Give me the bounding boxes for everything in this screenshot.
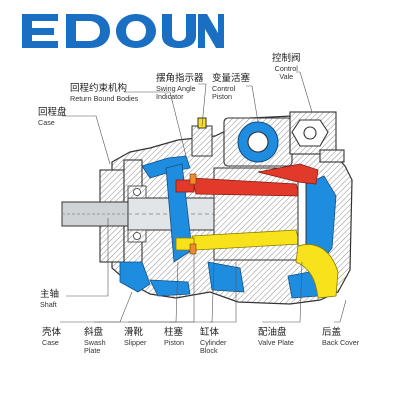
edoun-logo bbox=[22, 14, 224, 48]
label-slipper-en: Slipper bbox=[124, 337, 147, 347]
label-swash-plate-en1: Swash bbox=[84, 337, 106, 347]
label-shaft-en: Shaft bbox=[40, 299, 57, 309]
front-bearing bbox=[127, 185, 147, 243]
label-slipper-cn: 滑靴 bbox=[124, 327, 144, 338]
label-control-piston: 变量活塞 Control Piston bbox=[212, 73, 251, 102]
label-shaft-cn: 主轴 bbox=[40, 289, 60, 300]
label-return-bound-cn: 回程约束机构 bbox=[70, 83, 128, 94]
label-control-piston-cn: 变量活塞 bbox=[212, 73, 251, 84]
pressure-port bbox=[257, 163, 319, 185]
label-valve-plate-cn: 配油盘 bbox=[258, 327, 287, 338]
case-oil-cavities bbox=[119, 155, 337, 299]
label-swing-angle-en2: Indicator bbox=[156, 92, 184, 102]
lower-piston bbox=[175, 229, 301, 251]
label-slipper: 滑靴 Slipper bbox=[124, 327, 147, 347]
label-return-bound-en: Return Bound Bodies bbox=[70, 93, 139, 103]
label-cylinder-block: 缸体 Cylinder Block bbox=[200, 327, 227, 356]
label-shaft: 主轴 Shaft bbox=[40, 289, 60, 309]
suction-port bbox=[295, 244, 339, 299]
label-swash-plate-en2: Plate bbox=[84, 346, 101, 356]
label-swing-angle-en1: Swing Angle bbox=[156, 83, 196, 93]
label-swing-angle-cn: 摆角指示器 bbox=[156, 73, 204, 84]
label-control-piston-en1: Control bbox=[212, 83, 236, 93]
label-swash-plate-cn: 斜盘 bbox=[84, 327, 104, 338]
label-valve-plate-en: Valve Plate bbox=[258, 337, 294, 347]
label-case-plate: 回程盘 Case bbox=[38, 107, 67, 127]
label-cylinder-block-en2: Block bbox=[200, 346, 218, 356]
label-control-valve: 控制阀 Control Vale bbox=[272, 53, 301, 82]
label-control-valve-en1: Control bbox=[274, 63, 298, 73]
label-valve-plate: 配油盘 Valve Plate bbox=[258, 327, 294, 347]
control-piston-housing bbox=[223, 117, 293, 167]
label-case-plate-en: Case bbox=[38, 117, 55, 127]
label-control-valve-en2: Vale bbox=[279, 72, 294, 82]
label-swash-plate: 斜盘 Swash Plate bbox=[84, 327, 106, 356]
label-case: 壳体 Case bbox=[42, 327, 62, 347]
label-piston: 柱塞 Piston bbox=[164, 327, 184, 347]
label-piston-en: Piston bbox=[164, 337, 184, 347]
label-return-bound-bodies: 回程约束机构 Return Bound Bodies bbox=[70, 83, 139, 103]
label-cylinder-block-cn: 缸体 bbox=[200, 327, 220, 338]
label-back-cover-cn: 后盖 bbox=[322, 327, 342, 338]
label-case-cn: 壳体 bbox=[42, 327, 62, 338]
control-valve-body bbox=[289, 111, 345, 163]
slippers bbox=[189, 173, 197, 255]
label-piston-cn: 柱塞 bbox=[164, 327, 184, 338]
label-case-plate-cn: 回程盘 bbox=[38, 107, 67, 118]
label-back-cover: 后盖 Back Cover bbox=[322, 327, 360, 347]
label-swing-angle-indicator: 摆角指示器 Swing Angle Indicator bbox=[156, 73, 204, 102]
label-back-cover-en: Back Cover bbox=[322, 337, 360, 347]
leader-lines bbox=[60, 71, 347, 323]
label-control-piston-en2: Piston bbox=[212, 92, 232, 102]
label-case-en: Case bbox=[42, 337, 59, 347]
label-cylinder-block-en1: Cylinder bbox=[200, 337, 227, 347]
label-control-valve-cn: 控制阀 bbox=[272, 53, 301, 64]
